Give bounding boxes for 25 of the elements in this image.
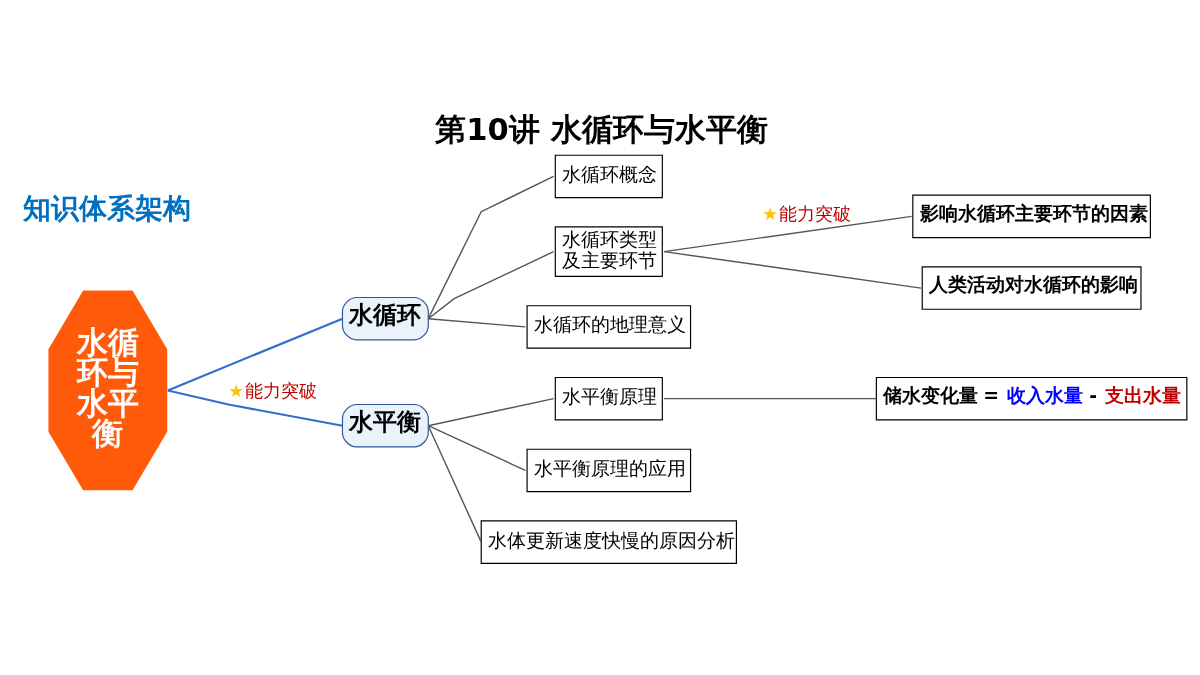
node-box: 水平衡原理的应用 — [526, 448, 692, 493]
connector — [167, 317, 343, 392]
node-box: 影响水循环主要环节的因素 — [912, 194, 1151, 239]
node-box: 人类活动对水循环的影响 — [921, 266, 1142, 310]
connector — [427, 425, 482, 543]
node-box: 水循环概念 — [554, 154, 663, 199]
label: 知识体系架构 — [22, 191, 191, 225]
node-box: 水平衡 — [341, 403, 429, 448]
node-box: 水体更新速度快慢的原因分析 — [480, 520, 737, 564]
node-box: 储水变化量 = 收入水量 - 支出水量 — [875, 376, 1188, 421]
connector — [663, 397, 878, 400]
connector — [427, 250, 555, 320]
connector — [427, 175, 555, 320]
connector — [663, 250, 922, 289]
connector — [427, 425, 527, 472]
diagram-title: 第10讲 水循环与水平衡 — [435, 111, 768, 147]
node-box: 水平衡原理 — [554, 376, 663, 421]
node-box: 水循环类型及主要环节 — [554, 226, 663, 277]
connector — [427, 317, 527, 328]
edge-label: ★能力突破 — [762, 203, 851, 224]
connector — [167, 389, 343, 427]
connector — [427, 397, 555, 427]
edge-label: ★能力突破 — [228, 381, 317, 402]
node-box: 水循环 — [341, 296, 429, 341]
node-box: 水循环的地理意义 — [526, 305, 692, 349]
